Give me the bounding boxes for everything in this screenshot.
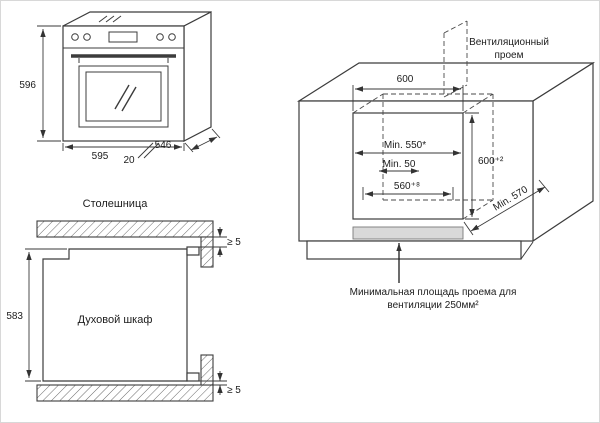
ventilation-area-note: Минимальная площадь проема для вентиляци…	[350, 243, 517, 311]
control-knob	[71, 33, 79, 41]
front-rail-top-section	[200, 236, 214, 268]
cabinet-plinth	[306, 240, 522, 260]
gap-bottom-label: ≥ 5	[227, 385, 241, 396]
oven-fascia-top-lip	[186, 246, 200, 256]
oven-vent-slits	[98, 15, 122, 23]
cross-section-view: Столешница Духовой шкаф 583 ≥ 5 ≥ 5	[6, 198, 241, 402]
note-line1: Минимальная площадь проема для	[350, 287, 517, 298]
gap-top-label: ≥ 5	[227, 237, 241, 248]
vent-label-line1: Вентиляционный	[469, 37, 549, 48]
dimension-583: 583	[6, 248, 67, 382]
oven-front-view: 596 595 546 20	[19, 11, 221, 166]
oven-side-face	[183, 11, 212, 142]
plinth-side-edge	[520, 241, 534, 260]
dim-595-label: 595	[92, 151, 109, 162]
oven-handle-mounts	[78, 58, 169, 63]
dim-min-50-label: Min. 50	[383, 159, 416, 170]
dimension-gap-bottom: ≥ 5	[199, 371, 241, 396]
dim-546-label: 546	[155, 140, 172, 151]
oven-section-label: Духовой шкаф	[78, 314, 153, 326]
cabinet-niche-view: Вентиляционный проем 600 Min. 550* Min. …	[296, 20, 596, 311]
ventilation-duct-dashed	[443, 20, 468, 98]
dim-20-label: 20	[123, 155, 135, 166]
door-window-inner	[85, 71, 162, 122]
bottom-panel-section	[36, 384, 214, 402]
note-line2: вентиляции 250мм²	[387, 300, 479, 311]
control-knob	[83, 33, 91, 41]
front-rail-bottom-section	[200, 354, 214, 386]
control-knob	[168, 33, 176, 41]
window-glare	[114, 84, 137, 112]
dim-min-550-label: Min. 550*	[384, 140, 426, 151]
dimension-595: 595	[62, 143, 185, 162]
niche-opening	[352, 112, 464, 220]
dimension-gap-top: ≥ 5	[199, 227, 241, 257]
dim-560-label: 560⁺⁸	[394, 181, 420, 192]
dim-600-height-label: 600⁺²	[478, 156, 504, 167]
control-knob	[156, 33, 164, 41]
countertop-label: Столешница	[83, 198, 149, 210]
dimension-min-50: Min. 50	[379, 159, 419, 174]
ventilation-opening-label: Вентиляционный проем	[469, 37, 549, 61]
ventilation-strip	[352, 226, 464, 240]
dimension-600-top: 600	[352, 74, 464, 111]
oven-front-face	[62, 25, 185, 142]
niche-hidden-edges	[352, 93, 494, 220]
dimension-596: 596	[19, 25, 61, 142]
dimension-560: 560⁺⁸	[362, 181, 454, 200]
dimension-min-550: Min. 550*	[355, 140, 461, 156]
dimension-546: 546	[155, 128, 221, 153]
door-window-outer	[78, 65, 169, 128]
dim-596-label: 596	[19, 80, 36, 91]
oven-display	[108, 31, 138, 43]
dim-600-top-label: 600	[397, 74, 414, 85]
oven-fascia-bottom-lip	[186, 372, 200, 382]
dim-583-label: 583	[6, 311, 23, 322]
dimension-20: 20	[123, 142, 160, 166]
countertop-section	[36, 220, 214, 238]
vent-label-line2: проем	[495, 50, 524, 61]
